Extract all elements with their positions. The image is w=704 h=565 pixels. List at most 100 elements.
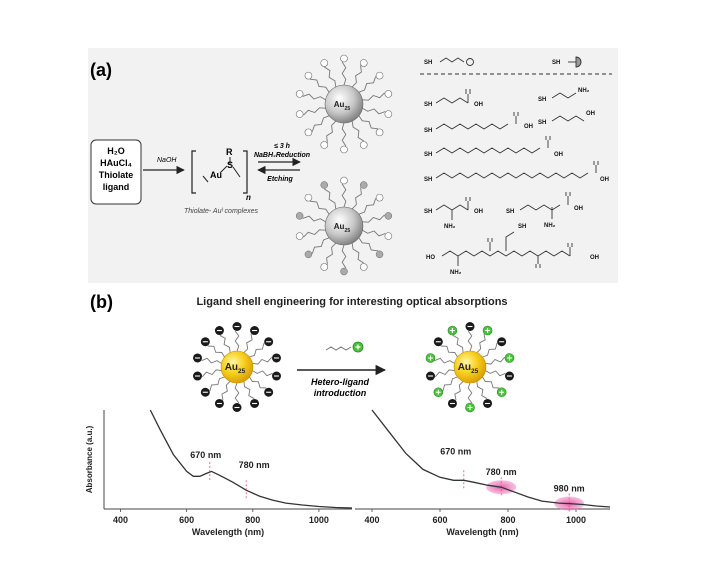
ligand-arm bbox=[341, 122, 347, 147]
reactant-box bbox=[90, 139, 142, 205]
ligand-end bbox=[304, 193, 313, 202]
ligand-arm bbox=[209, 376, 225, 392]
ligand-arm bbox=[302, 215, 326, 223]
au25-core-subscript: 25 bbox=[471, 368, 479, 375]
ligand-end bbox=[320, 141, 329, 149]
x-tick-label: 600 bbox=[432, 515, 447, 525]
reactant-line-3: Thiolate bbox=[99, 170, 134, 180]
plus-sign bbox=[485, 328, 491, 334]
ligand-arm bbox=[234, 330, 240, 352]
peak-label: 670 nm bbox=[440, 446, 471, 456]
ligand-end bbox=[340, 145, 348, 154]
ligand-oh-label: OH bbox=[574, 206, 583, 212]
ligand-arm bbox=[351, 65, 362, 88]
au25-gold-cluster-before: Au25 bbox=[193, 322, 281, 412]
complex-caption: Thiolate- Auᴵ complexes bbox=[184, 208, 259, 215]
ligand-generic-chain bbox=[439, 57, 465, 63]
hetero-ligand-text-1: Hetero-ligand bbox=[311, 377, 370, 387]
au25-core bbox=[220, 350, 254, 384]
ligand-arm bbox=[454, 381, 464, 401]
plus-sign bbox=[506, 355, 512, 361]
complex-au-text: Au bbox=[210, 170, 222, 180]
ligand-list bbox=[420, 56, 612, 268]
ligand-arm bbox=[302, 93, 326, 101]
ligand-arm bbox=[326, 242, 337, 265]
plus-sign bbox=[435, 389, 441, 395]
ligand-end bbox=[375, 71, 384, 80]
panel-b-label: (b) bbox=[90, 292, 113, 312]
ligand-end bbox=[384, 90, 393, 98]
ligand-sh-label: SH bbox=[538, 120, 546, 126]
ligand-arm bbox=[221, 381, 231, 401]
ligand-end bbox=[304, 128, 313, 137]
ligand-carbonyl bbox=[465, 197, 471, 210]
ligand-carbonyl bbox=[487, 238, 493, 251]
ligand-end bbox=[359, 59, 368, 67]
ligand-arm bbox=[243, 381, 255, 400]
ligand-sh-label: SH bbox=[424, 60, 432, 66]
x-tick-label: 800 bbox=[500, 515, 515, 525]
thiolate-au-complex bbox=[191, 150, 248, 194]
ligand-arm bbox=[234, 382, 240, 404]
ligand-arm bbox=[362, 92, 385, 101]
peak-label: 780 nm bbox=[486, 467, 517, 477]
x-tick-label: 400 bbox=[364, 515, 379, 525]
ligand-arm bbox=[326, 120, 337, 143]
ligand-arm bbox=[252, 370, 273, 377]
au25-cluster-mixed-ligand: Au25 bbox=[295, 176, 393, 276]
ligand-carbonyl bbox=[513, 112, 519, 124]
ligand-arm bbox=[341, 244, 347, 269]
ligand-arm bbox=[482, 342, 498, 358]
ligand-ho-label: HO bbox=[426, 255, 435, 261]
ligand-chain bbox=[435, 147, 541, 154]
absorbance-curve bbox=[371, 409, 611, 508]
ligand-end-bulky bbox=[384, 212, 393, 220]
hetero-ligand-chain bbox=[325, 346, 352, 351]
ligand-carbonyl bbox=[593, 161, 599, 173]
ligand-oh-label: OH bbox=[600, 177, 609, 183]
au25-core-subscript: 25 bbox=[238, 368, 246, 375]
ligand-arm bbox=[201, 357, 222, 364]
au25-cluster-homo-ligand: Au25 bbox=[295, 54, 393, 154]
au25-core-subscript: 25 bbox=[344, 106, 350, 112]
ligand-arm bbox=[341, 61, 347, 86]
ligand-oh-label: OH bbox=[474, 102, 483, 108]
ligand-arm bbox=[434, 357, 455, 364]
ligand-arm bbox=[249, 342, 265, 358]
plus-sign bbox=[467, 405, 473, 410]
reactant-line-2: HAuCl₄ bbox=[100, 158, 132, 168]
complex-s-text: S bbox=[227, 160, 233, 170]
ligand-chain bbox=[435, 172, 589, 179]
ligand-arm bbox=[358, 198, 377, 215]
x-tick-label: 800 bbox=[245, 515, 260, 525]
plus-sign bbox=[499, 389, 505, 395]
ligand-arm bbox=[485, 356, 506, 365]
ligand-nh2-label: NH₂ bbox=[544, 223, 556, 229]
au25-core bbox=[453, 350, 487, 384]
ligand-chain bbox=[551, 92, 577, 99]
ligand-end bbox=[295, 232, 304, 240]
ligand-arm bbox=[482, 376, 500, 389]
ligand-oh-label: OH bbox=[524, 124, 533, 130]
ligand-arm bbox=[309, 78, 330, 93]
plus-sign bbox=[428, 355, 434, 361]
ligand-sh-label: SH bbox=[424, 152, 432, 158]
reduction-time: ≤ 3 h bbox=[274, 143, 290, 150]
ligand-end bbox=[304, 71, 313, 80]
ligand-arm bbox=[243, 333, 253, 353]
glutathione-side-chain bbox=[505, 231, 515, 251]
ligand-arm bbox=[452, 334, 464, 353]
ligand-arm bbox=[476, 381, 488, 400]
ligand-sh-label: SH bbox=[424, 128, 432, 134]
ligand-carbonyl bbox=[535, 256, 541, 268]
ligand-end bbox=[375, 193, 384, 202]
ligand-oh-label: OH bbox=[586, 111, 595, 117]
ligand-sh-label: SH bbox=[424, 209, 432, 215]
reduction-label: NaBH₄Reduction bbox=[254, 152, 310, 159]
ligand-end bbox=[320, 59, 329, 67]
ligand-arm bbox=[351, 121, 365, 142]
ligand-generic-end bbox=[466, 58, 474, 66]
au25-core-subscript: 25 bbox=[344, 228, 350, 234]
